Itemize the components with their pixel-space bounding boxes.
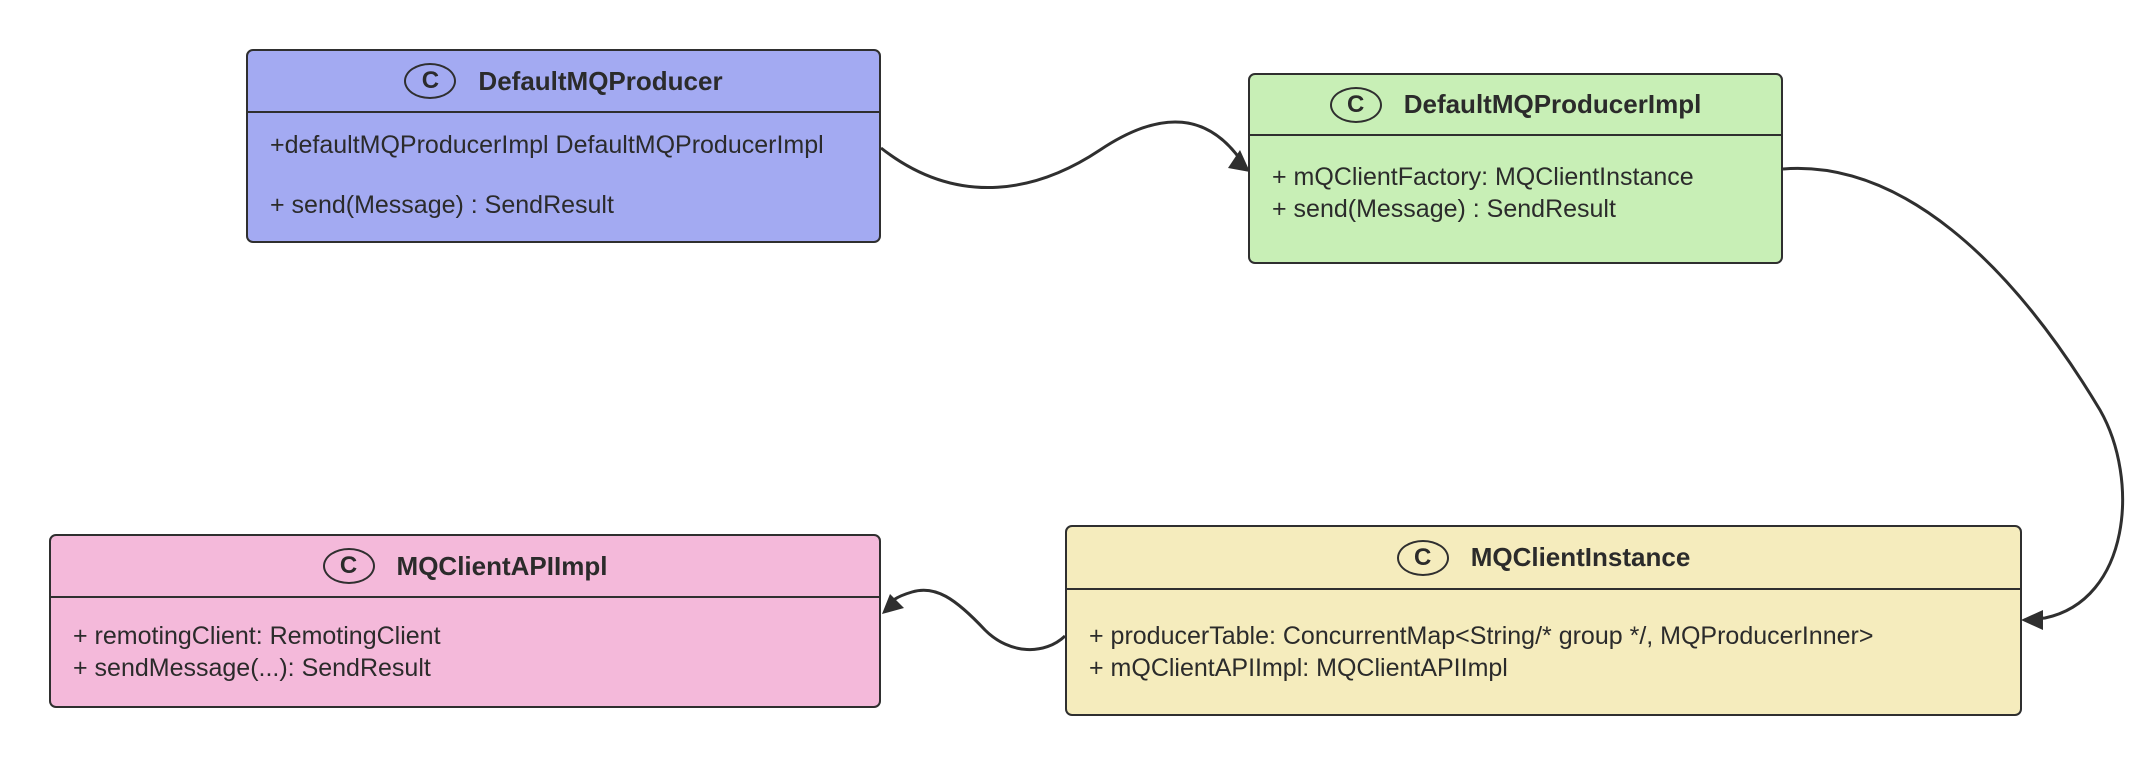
edge-instance-to-apiimpl-arrowhead (882, 594, 904, 614)
class-name: DefaultMQProducerImpl (1403, 89, 1702, 119)
class-type-badge-icon: C (1329, 86, 1382, 123)
class-member: + mQClientFactory: MQClientInstance (1272, 163, 1694, 191)
edge-impl-to-instance-arrowhead (2021, 610, 2043, 630)
class-member: + remotingClient: RemotingClient (73, 622, 441, 650)
class-header: C MQClientAPIImpl (51, 536, 879, 598)
class-header: C MQClientInstance (1067, 527, 2020, 590)
class-name: MQClientInstance (1470, 542, 1691, 572)
class-default-mq-producer[interactable]: C DefaultMQProducer +defaultMQProducerIm… (246, 49, 881, 243)
class-member: + mQClientAPIImpl: MQClientAPIImpl (1089, 654, 1508, 682)
class-type-badge-icon: C (1396, 539, 1449, 576)
class-members: +defaultMQProducerImpl DefaultMQProducer… (248, 113, 879, 221)
class-member: +defaultMQProducerImpl DefaultMQProducer… (270, 131, 824, 159)
class-header: C DefaultMQProducer (248, 51, 879, 113)
class-mq-client-api-impl[interactable]: C MQClientAPIImpl + remotingClient: Remo… (49, 534, 881, 708)
class-members: + mQClientFactory: MQClientInstance + se… (1250, 136, 1781, 225)
class-member: + sendMessage(...): SendResult (73, 654, 431, 682)
edge-producer-to-impl-arrowhead (1228, 150, 1250, 172)
class-header: C DefaultMQProducerImpl (1250, 75, 1781, 136)
class-type-badge-icon: C (322, 548, 375, 584)
class-type-badge-icon: C (404, 63, 457, 99)
class-mq-client-instance[interactable]: C MQClientInstance + producerTable: Conc… (1065, 525, 2022, 716)
class-name: MQClientAPIImpl (396, 550, 608, 581)
class-member: + producerTable: ConcurrentMap<String/* … (1089, 622, 1874, 650)
class-name: DefaultMQProducer (478, 65, 723, 96)
class-default-mq-producer-impl[interactable]: C DefaultMQProducerImpl + mQClientFactor… (1248, 73, 1783, 264)
class-members: + remotingClient: RemotingClient + sendM… (51, 598, 879, 684)
edge-instance-to-apiimpl (885, 588, 1067, 651)
class-members: + producerTable: ConcurrentMap<String/* … (1067, 590, 2020, 684)
class-member: + send(Message) : SendResult (1272, 195, 1616, 223)
class-member: + send(Message) : SendResult (270, 191, 614, 219)
edge-producer-to-impl (880, 120, 1248, 189)
